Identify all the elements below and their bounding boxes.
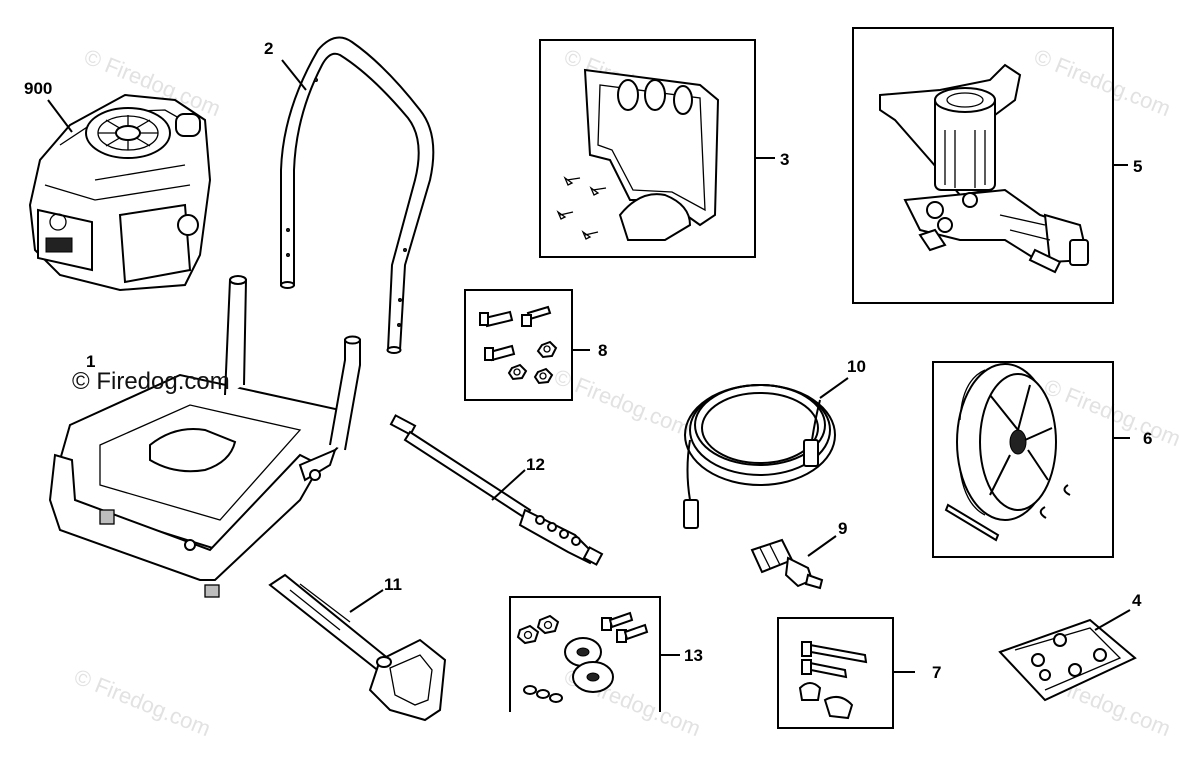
leader-line <box>819 377 849 399</box>
leader-line <box>47 99 73 133</box>
callout-6: 6 <box>1143 429 1153 448</box>
bracket-box <box>539 39 756 258</box>
callout-900: 900 <box>24 79 53 98</box>
callout-13: 13 <box>684 646 703 665</box>
pump-drawing <box>879 63 1090 274</box>
callout-3: 3 <box>780 150 790 169</box>
bracket-drawing <box>556 68 720 241</box>
watermark-overlay: © Firedog.com <box>72 368 230 395</box>
gun-drawing <box>268 573 447 722</box>
callout-7: 7 <box>932 663 942 682</box>
handle-hardware-drawing <box>798 641 868 720</box>
mount-kit-drawing <box>516 611 649 703</box>
engine-drawing <box>28 93 212 292</box>
leader-line <box>1094 609 1131 631</box>
callout-9: 9 <box>838 519 848 538</box>
callout-4: 4 <box>1132 591 1142 610</box>
callout-8: 8 <box>598 341 608 360</box>
callout-1: 1 <box>86 352 96 371</box>
leader-line <box>491 469 526 501</box>
handle-drawing <box>280 36 435 354</box>
wheel-kit-drawing <box>944 363 1071 542</box>
bolt-kit-box <box>464 289 573 401</box>
callout-2: 2 <box>264 39 274 58</box>
hose-drawing <box>683 384 836 529</box>
callout-12: 12 <box>526 455 545 474</box>
leader-line <box>281 59 307 91</box>
callout-5: 5 <box>1133 157 1143 176</box>
bolt-kit-drawing <box>479 305 558 385</box>
leader-line <box>349 589 384 613</box>
wheel-kit-box <box>932 361 1114 558</box>
leader-line <box>807 535 837 557</box>
frame-drawing <box>48 275 361 598</box>
callout-10: 10 <box>847 357 866 376</box>
nozzle-kit-drawing <box>998 618 1137 702</box>
callout-11: 11 <box>384 575 402 594</box>
adapter-drawing <box>750 538 824 590</box>
wand-drawing <box>389 414 604 566</box>
